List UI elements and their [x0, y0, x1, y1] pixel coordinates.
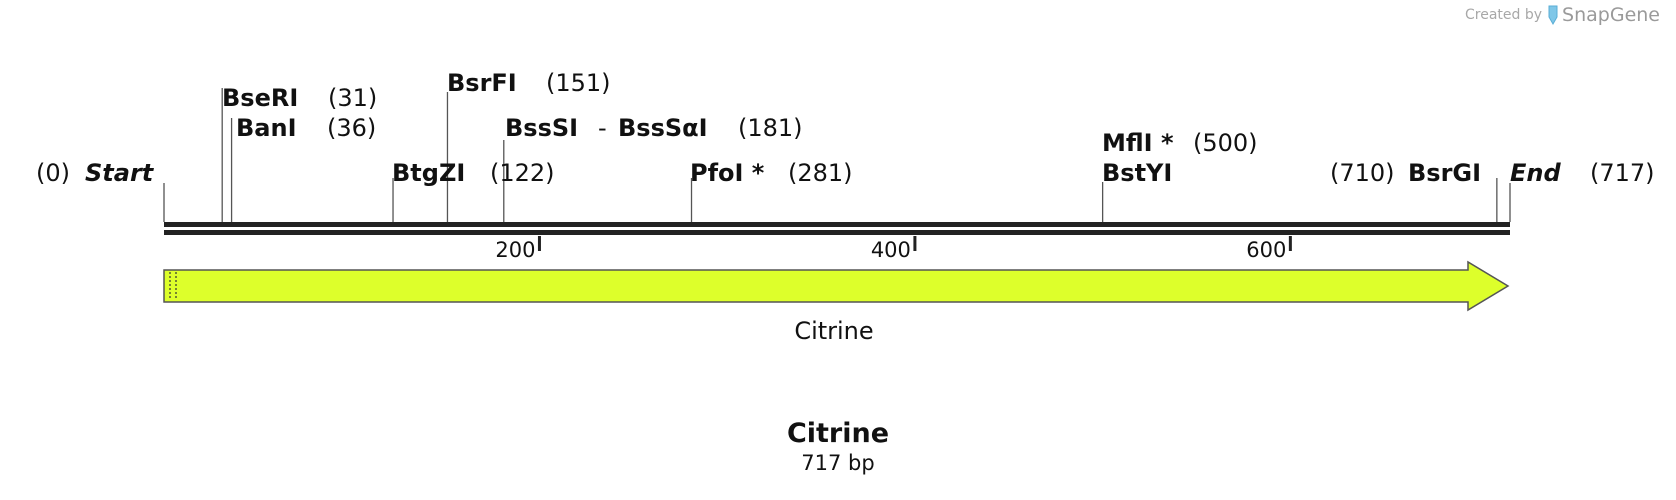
scale-tick-label-600: 600: [1246, 238, 1286, 262]
scale-tick-400: [913, 236, 917, 251]
credit-brand: SnapGene: [1562, 4, 1660, 26]
site-name-bseri: BseRI: [222, 84, 298, 112]
site-name-bsrfi: BsrFI: [447, 69, 517, 97]
site-position-btgzi: (122): [490, 159, 555, 187]
site-position-bsssi: (181): [738, 114, 803, 142]
sequence-length: 717 bp: [801, 451, 875, 475]
end-label: End: [1510, 159, 1561, 187]
snapgene-tube-icon: [1548, 5, 1558, 26]
backbone-bottom-strand: [164, 230, 1510, 235]
site-dash-bsssi: -: [598, 114, 607, 142]
feature-label-citrine: Citrine: [794, 317, 873, 345]
site-position-pfoi: (281): [788, 159, 853, 187]
site-name-pfoi: PfoI *: [690, 159, 765, 187]
site-name-mfli: MflI *: [1102, 129, 1174, 157]
sequence-title-block: Citrine 717 bp: [0, 418, 1676, 476]
scale-tick-200: [537, 236, 541, 251]
feature-arrow-citrine: [163, 260, 1510, 312]
site-name2-mfli: BstYI: [1102, 159, 1172, 187]
scale-tick-600: [1288, 236, 1292, 251]
scale-tick-label-400: 400: [871, 238, 911, 262]
site-position-bsrgi: (710): [1330, 159, 1395, 187]
scale-tick-label-200: 200: [495, 238, 535, 262]
credit-prefix: Created by: [1465, 7, 1543, 23]
backbone-top-strand: [164, 222, 1510, 227]
sequence-name: Citrine: [786, 418, 890, 449]
start-label: Start: [85, 159, 155, 187]
site-name-bsssi: BssSI: [505, 114, 578, 142]
snapgene-credit[interactable]: Created by SnapGene: [1465, 4, 1660, 26]
site-name-bsrgi: BsrGI: [1408, 159, 1481, 187]
site-position-bani: (36): [327, 114, 376, 142]
site-name2-bsssi: BssSαI: [618, 114, 708, 142]
site-name-bani: BanI: [236, 114, 297, 142]
site-name-btgzi: BtgZI: [392, 159, 465, 187]
site-position-mfli: (500): [1193, 129, 1258, 157]
site-position-bseri: (31): [328, 84, 377, 112]
end-position-label: (717): [1590, 159, 1655, 187]
start-position-label: (0): [36, 159, 70, 187]
site-position-bsrfi: (151): [546, 69, 611, 97]
